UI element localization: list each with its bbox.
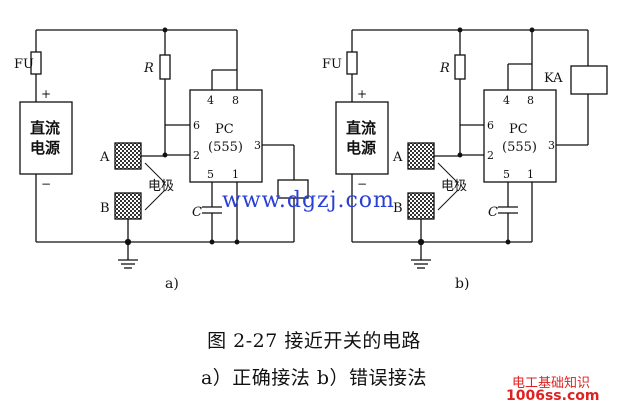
chip-name-b: PC [509, 122, 528, 137]
pin8-b: 8 [527, 94, 534, 107]
fuse-label-a: FU [14, 57, 34, 72]
pin5-b: 5 [503, 168, 510, 181]
red-watermark-bottom: 1006ss.com [506, 388, 600, 404]
chip-part-a: (555) [208, 140, 243, 155]
supply-line1-b: 直流 [346, 119, 376, 137]
electrode-b-label: B [100, 201, 110, 216]
dc-supply-a [19, 101, 73, 175]
pin1-b: 1 [527, 168, 534, 181]
electrode-b-plate-b [407, 192, 435, 220]
plus-label-a: + [41, 87, 51, 101]
pin5-a: 5 [207, 168, 214, 181]
fuse-label-b: FU [322, 57, 342, 72]
pin6-b: 6 [487, 119, 494, 132]
diagram-b-labels: FU R + − 直流 电源 A B 电极 4 8 6 2 3 5 1 PC (… [322, 57, 563, 292]
capacitor-label-a: C [192, 205, 202, 220]
supply-line1-a: 直流 [30, 119, 60, 137]
pin4-b: 4 [503, 94, 510, 107]
resistor-b [454, 54, 466, 80]
pin1-a: 1 [232, 168, 239, 181]
minus-label-a: − [41, 177, 51, 191]
site-watermark: www.dgzj.com [222, 188, 395, 213]
dc-supply-b [335, 101, 389, 175]
sublabel-a: a) [165, 276, 179, 292]
resistor-label-b: R [439, 61, 450, 76]
chip-555-a [189, 89, 263, 183]
plus-label-b: + [357, 87, 367, 101]
electrode-a-plate [114, 142, 142, 170]
pin3-b: 3 [548, 139, 555, 152]
pin4-a: 4 [207, 94, 214, 107]
pin2-a: 2 [193, 149, 200, 162]
electrode-label-b: 电极 [441, 179, 467, 194]
supply-line2-b: 电源 [346, 139, 376, 157]
capacitor-label-b: C [488, 205, 498, 220]
fuse-b [346, 51, 358, 75]
pin8-a: 8 [232, 94, 239, 107]
electrode-label-a: 电极 [148, 179, 174, 194]
red-watermark-top: 电工基础知识 [512, 376, 591, 391]
resistor-label-a: R [143, 61, 154, 76]
figure-caption-subtitle: a）正确接法 b）错误接法 [200, 367, 428, 389]
relay-a [277, 179, 309, 199]
relay-label-b: KA [544, 71, 563, 86]
chip-name-a: PC [215, 122, 234, 137]
pin2-b: 2 [487, 149, 494, 162]
electrode-b-plate [114, 192, 142, 220]
electrode-b-label-b: B [393, 201, 403, 216]
diagram-a-labels: FU R + − 直流 电源 A B 电极 4 8 6 2 3 5 1 PC (… [14, 57, 261, 292]
resistor-a [159, 54, 171, 80]
supply-line2-a: 电源 [30, 139, 60, 157]
electrode-a-plate-b [407, 142, 435, 170]
diagram-a [19, 27, 309, 269]
chip-part-b: (555) [502, 140, 537, 155]
pin3-a: 3 [254, 139, 261, 152]
chip-555-b [483, 89, 557, 183]
relay-b [570, 65, 608, 95]
diagram-b [335, 27, 608, 269]
pin6-a: 6 [193, 119, 200, 132]
figure-caption-title: 图 2-27 接近开关的电路 [207, 330, 421, 352]
electrode-a-label: A [99, 150, 110, 165]
electrode-a-label-b: A [392, 150, 403, 165]
minus-label-b: − [357, 177, 367, 191]
sublabel-b: b) [455, 276, 469, 292]
